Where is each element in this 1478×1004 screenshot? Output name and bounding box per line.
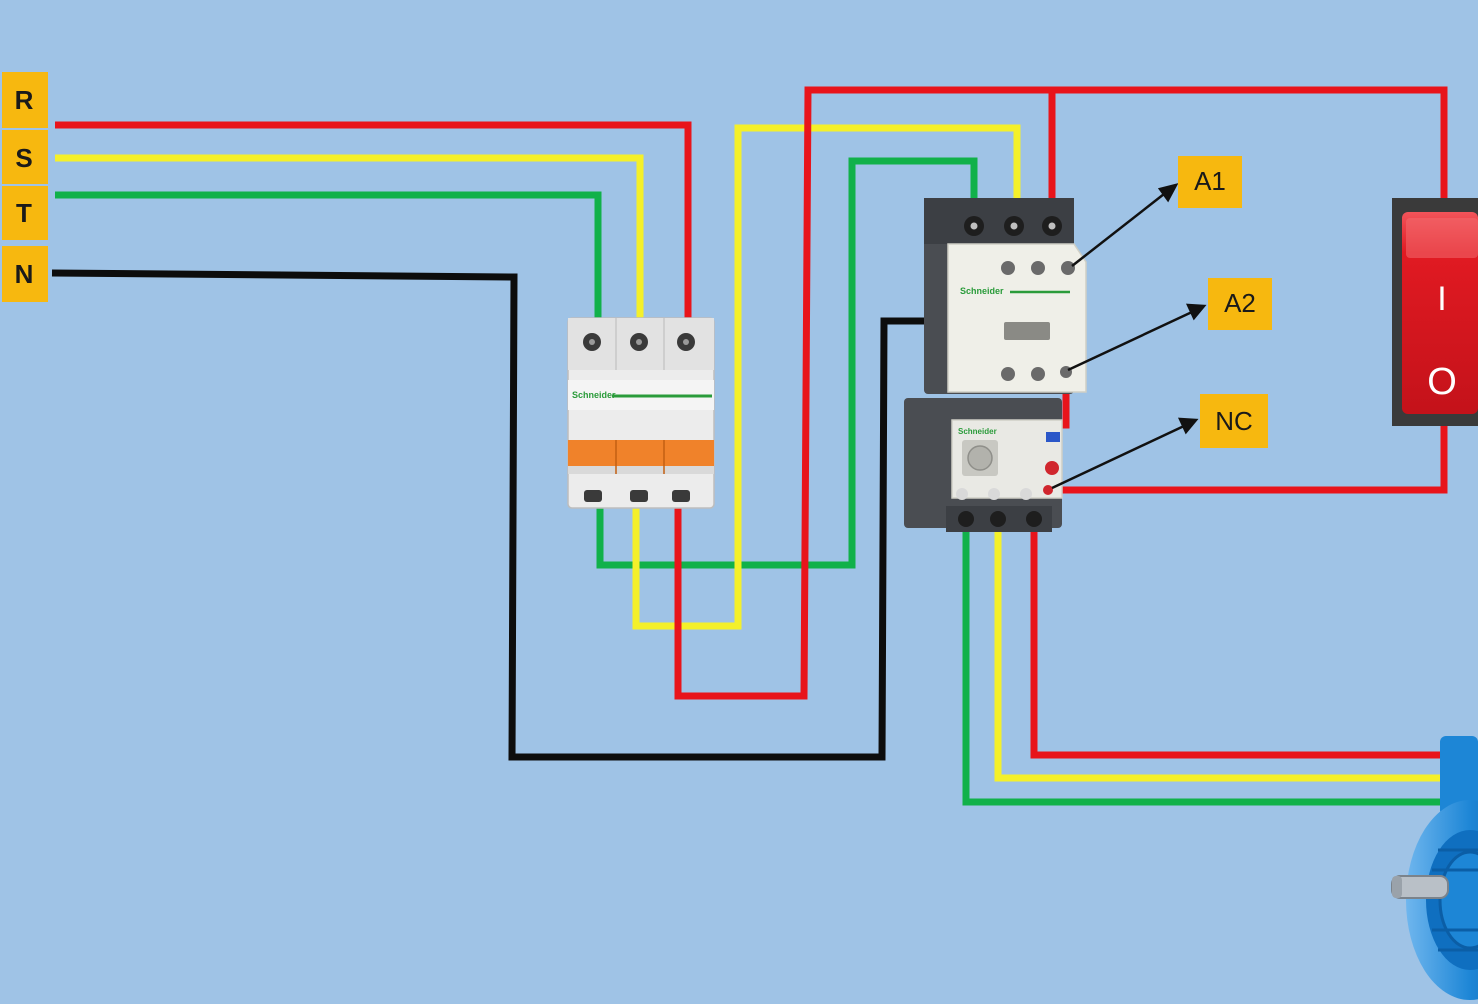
relay-output-terminal (990, 511, 1006, 527)
breaker-brand-logo: Schneider (572, 390, 616, 400)
relay-brand-logo: Schneider (958, 427, 997, 436)
a1-terminal-screw (1061, 261, 1075, 275)
breaker-handle[interactable] (568, 440, 714, 466)
phase-label-column: R S T N (2, 72, 48, 302)
relay-reset-button[interactable] (1045, 461, 1059, 475)
circuit-breaker: Schneider (567, 317, 715, 509)
motor-cooling-fins (1432, 848, 1478, 952)
wire-r-breaker-out (674, 86, 1056, 700)
overload-relay: Schneider (904, 398, 1063, 532)
switch-off-symbol: O (1427, 361, 1457, 403)
switch-rocker[interactable] (1402, 212, 1478, 414)
arrowhead-icon (1157, 183, 1179, 203)
terminal-label-nc: NC (1200, 394, 1268, 448)
switch-on-symbol: I (1437, 280, 1446, 318)
contactor-aux-screw (1001, 367, 1015, 381)
breaker-output-terminal (672, 490, 690, 502)
wire-t-breaker-out (596, 157, 978, 569)
motor (1391, 736, 1478, 1000)
wire-control-to-switch (1052, 86, 1448, 205)
wire-t-supply (55, 191, 602, 318)
phase-label-s-text: S (15, 143, 32, 173)
wire-t-motor (962, 530, 1445, 806)
contactor-aux-screw (1001, 261, 1015, 275)
relay-output-terminal (1026, 511, 1042, 527)
phase-label-s: S (2, 130, 48, 184)
arrowhead-icon (1177, 417, 1199, 435)
terminal-label-a2-text: A2 (1224, 288, 1256, 318)
contactor-brand-logo: Schneider (960, 286, 1004, 296)
terminal-label-a1: A1 (1178, 156, 1242, 208)
motor-terminal-box (1440, 736, 1478, 816)
wire-s-motor (994, 530, 1445, 782)
phase-label-r: R (2, 72, 48, 128)
terminal-callout-arrows (1051, 183, 1207, 490)
wire-switch-to-nc (1050, 420, 1448, 494)
nc-terminal (1043, 485, 1053, 495)
breaker-output-terminal (630, 490, 648, 502)
contactor-terminal-screw (1048, 222, 1056, 230)
nc-callout-arrow (1051, 424, 1185, 490)
contactor-aux-screw (1031, 367, 1045, 381)
wire-r-supply (55, 121, 692, 318)
contactor: Schneider (924, 198, 1087, 394)
wire-r-motor (1030, 530, 1445, 759)
a1-callout-arrow (1071, 193, 1165, 267)
arrowhead-icon (1185, 303, 1207, 321)
a2-callout-arrow (1067, 310, 1193, 372)
wire-s-supply (55, 154, 644, 318)
terminal-label-a1-text: A1 (1194, 166, 1226, 196)
contactor-aux-screw (1031, 261, 1045, 275)
relay-test-button[interactable] (1046, 432, 1060, 442)
relay-output-terminal (958, 511, 974, 527)
terminal-label-nc-text: NC (1215, 406, 1253, 436)
contactor-terminal-screw (1010, 222, 1018, 230)
breaker-output-terminal (584, 490, 602, 502)
phase-label-t: T (2, 186, 48, 240)
wire-s-breaker-out (632, 124, 1021, 630)
phase-label-n: N (2, 246, 48, 302)
phase-label-t-text: T (16, 198, 32, 228)
contactor-terminal-screw (970, 222, 978, 230)
terminal-label-a2: A2 (1208, 278, 1272, 330)
phase-label-r-text: R (15, 85, 34, 115)
phase-label-n-text: N (15, 259, 34, 289)
rocker-switch[interactable]: I O (1392, 198, 1478, 426)
